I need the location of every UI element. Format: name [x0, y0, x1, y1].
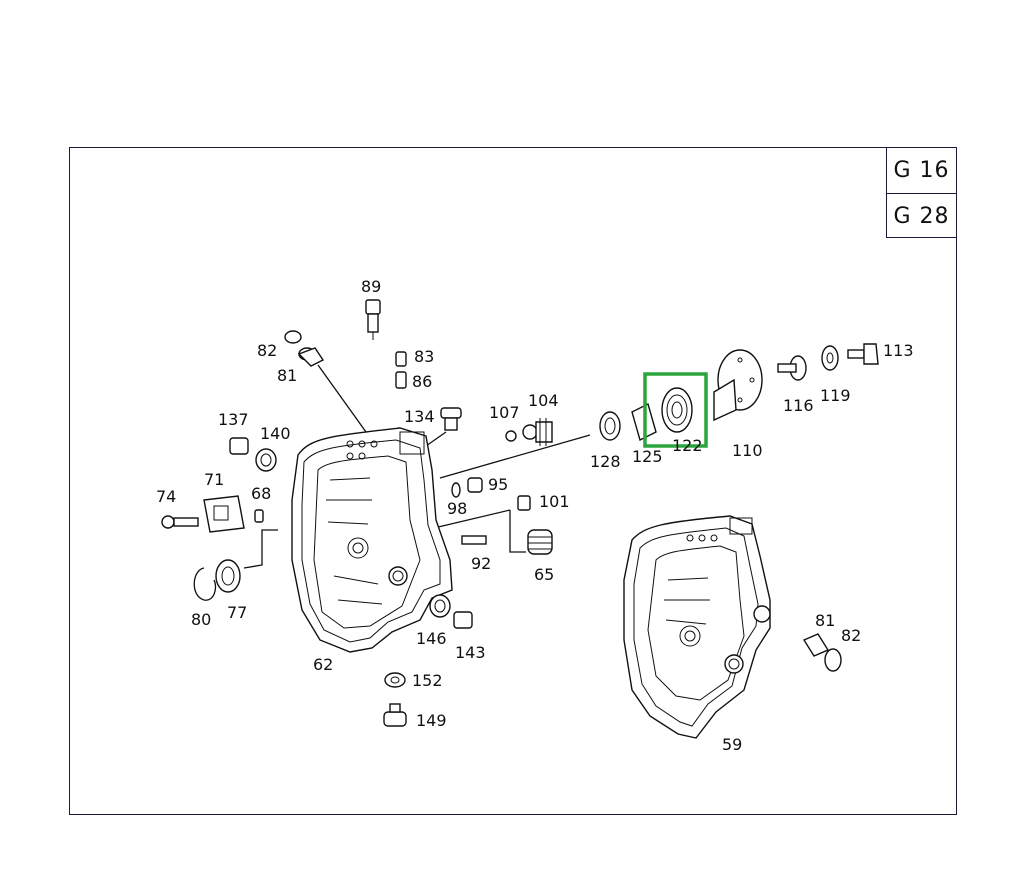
label-89: 89	[361, 277, 381, 296]
label-65: 65	[534, 565, 554, 584]
label-62: 62	[313, 655, 333, 674]
diagram-code-g28: G 28	[887, 193, 956, 239]
label-71: 71	[204, 470, 224, 489]
label-152: 152	[412, 671, 443, 690]
label-137: 137	[218, 410, 249, 429]
label-143: 143	[455, 643, 486, 662]
label-125: 125	[632, 447, 663, 466]
label-134: 134	[404, 407, 435, 426]
label-116: 116	[783, 396, 814, 415]
label-68: 68	[251, 484, 271, 503]
housing-59	[623, 515, 771, 739]
label-110: 110	[732, 441, 763, 460]
label-149: 149	[416, 711, 447, 730]
label-86: 86	[412, 372, 432, 391]
label-82-right: 82	[841, 626, 861, 645]
label-104: 104	[528, 391, 559, 410]
label-74: 74	[156, 487, 176, 506]
label-83: 83	[414, 347, 434, 366]
label-113: 113	[883, 341, 914, 360]
label-140: 140	[260, 424, 291, 443]
label-81-right: 81	[815, 611, 835, 630]
label-81: 81	[277, 366, 297, 385]
label-77: 77	[227, 603, 247, 622]
label-82: 82	[257, 341, 277, 360]
label-146: 146	[416, 629, 447, 648]
label-95: 95	[488, 475, 508, 494]
highlight-box-122	[643, 372, 708, 448]
label-122: 122	[672, 436, 703, 455]
label-128: 128	[590, 452, 621, 471]
diagram-frame	[69, 147, 957, 815]
label-80: 80	[191, 610, 211, 629]
housing-62	[291, 427, 453, 653]
small-parts	[161, 299, 879, 727]
diagram-code-g16: G 16	[893, 158, 950, 183]
label-98: 98	[447, 499, 467, 518]
label-59: 59	[722, 735, 742, 754]
label-107: 107	[489, 403, 520, 422]
part-labels: 89 82 81 83 86 134 107 104 137 140 71 74…	[156, 277, 914, 754]
label-92: 92	[471, 554, 491, 573]
label-101: 101	[539, 492, 570, 511]
diagram-code-box: G 16 G 28	[886, 147, 957, 238]
label-119: 119	[820, 386, 851, 405]
